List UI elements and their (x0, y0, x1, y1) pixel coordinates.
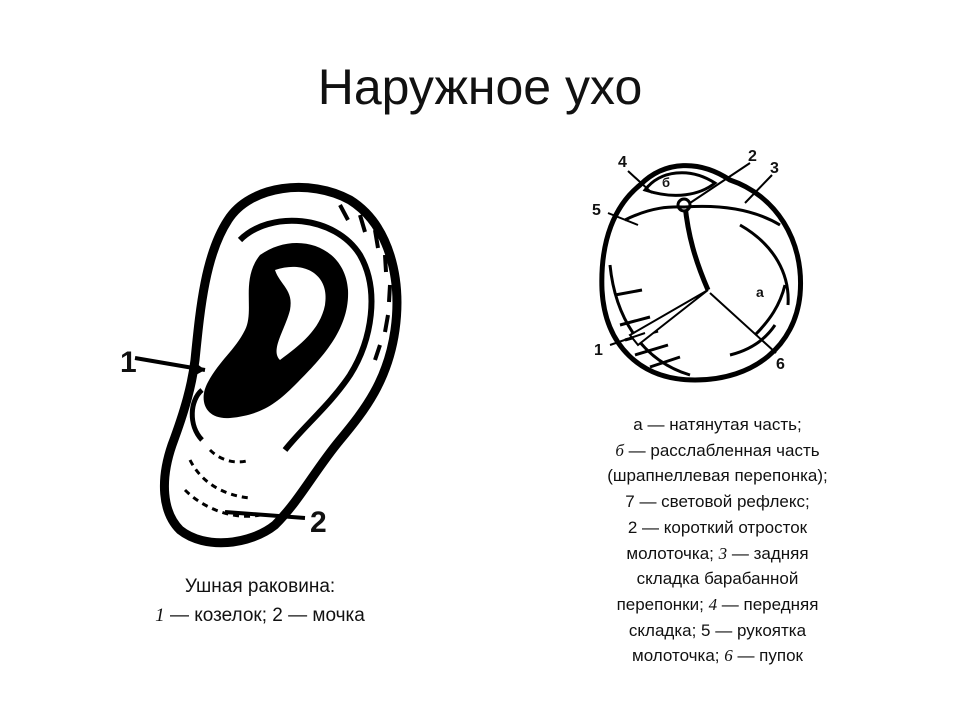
caption-right-line-10: молоточка; 6 — пупок (555, 643, 880, 669)
caption-10-text-1: молоточка; (632, 646, 725, 666)
drum-label-3: 3 (770, 160, 779, 177)
drum-label-6: 6 (776, 356, 785, 373)
auricle-illustration: 1 2 (120, 182, 402, 548)
eardrum-illustration: 1 2 3 4 5 6 а б (592, 148, 804, 383)
caption-8-text-1: перепонки; (616, 594, 709, 614)
caption-left-text-1: — козелок; 2 — мочка (164, 605, 365, 626)
caption-a-text: — натянутая часть; (642, 415, 802, 434)
caption-b-text: — расслабленная часть (623, 440, 820, 460)
eardrum-caption: а — натянутая часть; б — расслабленная ч… (555, 412, 880, 669)
leader-4 (627, 170, 653, 194)
caption-right-line-4: 7 — световой рефлекс; (625, 492, 810, 512)
caption-left-num-1: 1 (155, 605, 165, 626)
malleus-handle (682, 204, 711, 291)
drum-label-b: б (662, 175, 670, 190)
caption-left-line-1: Ушная раковина: (184, 576, 336, 597)
helix-hatching (338, 204, 392, 361)
drum-label-4: 4 (618, 154, 627, 171)
drum-label-2: 2 (748, 148, 757, 165)
caption-right-line-6: молоточка; 3 — задняя (555, 541, 880, 567)
caption-right-line-7: складка барабанной (636, 569, 799, 589)
ear-label-1: 1 (120, 346, 137, 379)
caption-8-num: 4 (708, 594, 718, 614)
fold-lines (624, 204, 781, 227)
caption-6-text-1: молоточка; (626, 543, 719, 563)
caption-6-num: 3 (718, 543, 728, 563)
pointer-line-2 (224, 510, 306, 520)
caption-a-num: а (633, 415, 643, 434)
leader-5 (607, 212, 639, 226)
page-title: Наружное ухо (317, 59, 643, 115)
concha-highlight (275, 266, 326, 360)
tragus-shape (189, 388, 204, 442)
caption-right-line-3: (шрапнеллевая перепонка); (607, 466, 828, 486)
lobe-texture (183, 448, 261, 518)
leader-3 (744, 174, 773, 204)
antihelix-outline (237, 217, 375, 452)
caption-b-num: б (615, 440, 624, 460)
pointer-arrow-1 (192, 360, 205, 376)
cone-reflex (628, 289, 709, 347)
leader-6 (709, 292, 777, 354)
short-process (676, 197, 692, 213)
drum-label-a: а (756, 284, 764, 300)
caption-right-line-8: перепонки; 4 — передняя (555, 592, 880, 618)
leader-2 (689, 162, 751, 204)
drum-label-1: 1 (594, 342, 603, 359)
shading-right (729, 223, 790, 357)
auricle-caption: Ушная раковина: 1 — козелок; 2 — мочка (80, 572, 440, 630)
caption-10-num: 6 (724, 646, 733, 666)
caption-right-line-9: складка; 5 — рукоятка (628, 620, 807, 640)
caption-6-text-2: — задняя (727, 543, 809, 563)
caption-right-line-5: 2 — короткий отросток (627, 517, 808, 537)
pars-flaccida (642, 171, 718, 197)
ear-label-2: 2 (310, 506, 327, 539)
caption-right-line-2: б — расслабленная часть (555, 438, 880, 464)
caption-right-line-1: а — натянутая часть; (555, 412, 880, 438)
concha-shape (203, 242, 349, 419)
drum-label-5: 5 (592, 202, 601, 219)
caption-left-line-2: 1 — козелок; 2 — мочка (80, 601, 440, 630)
caption-10-text-2: — пупок (732, 646, 803, 666)
caption-8-text-2: — передняя (717, 594, 819, 614)
leader-1 (609, 332, 646, 346)
